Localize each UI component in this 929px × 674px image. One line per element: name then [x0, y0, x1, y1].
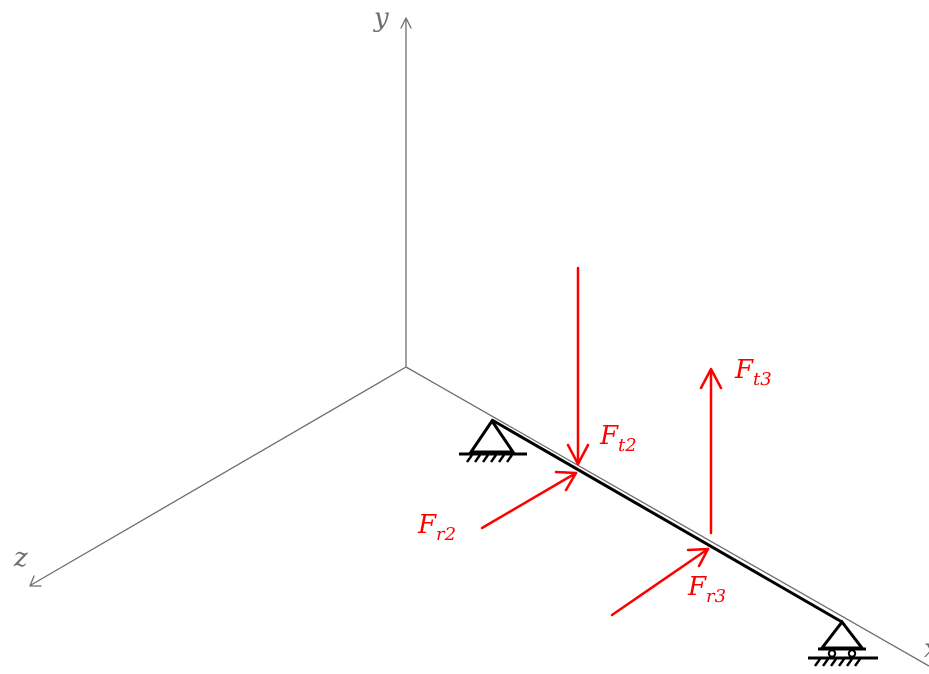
- pinned-support-triangle: [468, 418, 516, 454]
- force-ft3-arrowhead: [699, 367, 723, 390]
- force-ft2: Ft2: [566, 266, 637, 466]
- force-fr2: Fr2: [417, 470, 578, 545]
- roller-support-triangle: [818, 619, 866, 650]
- force-ft3: Ft3: [699, 355, 772, 535]
- force-fr2-arrow: [480, 471, 578, 530]
- pinned-support: [459, 418, 527, 463]
- x-axis: [405, 366, 929, 667]
- force-fr3-label: Fr3: [687, 572, 726, 607]
- shaft-beam: [491, 418, 843, 624]
- force-ft3-label: Ft3: [734, 355, 772, 390]
- x-axis-label: x: [924, 634, 929, 664]
- force-fr3-arrowhead: [686, 547, 710, 568]
- y-axis-arrowhead: [400, 17, 412, 29]
- roller-support-hatching: [814, 658, 861, 667]
- force-ft2-arrowhead: [566, 443, 590, 466]
- roller-wheel-right: [847, 649, 857, 658]
- z-axis-label: z: [13, 543, 28, 573]
- force-fr3-arrow: [610, 547, 710, 617]
- roller-wheel-left: [827, 649, 837, 658]
- z-axis: [30, 366, 407, 586]
- force-fr2-arrowhead: [554, 470, 578, 492]
- z-axis-arrowhead: [29, 575, 42, 587]
- forces: Ft2 Fr2 Ft3 Fr3: [417, 266, 772, 617]
- y-axis-label: y: [373, 3, 389, 33]
- coordinate-axes: y z x: [13, 3, 929, 667]
- force-ft2-label: Ft2: [599, 421, 637, 456]
- force-fr3: Fr3: [610, 547, 726, 617]
- pinned-support-hatching: [466, 454, 513, 463]
- force-fr2-label: Fr2: [417, 510, 456, 545]
- roller-support: [808, 619, 878, 667]
